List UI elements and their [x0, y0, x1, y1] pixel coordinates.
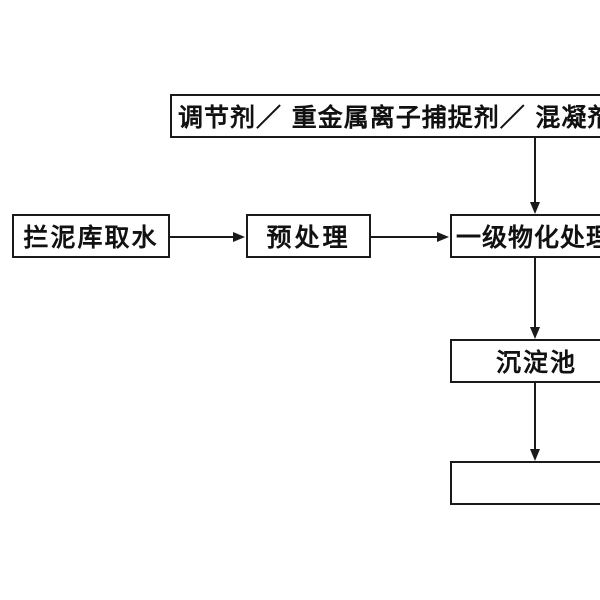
arrow-down-icon	[530, 327, 540, 339]
sedimentation-tank-box: 沉淀池	[450, 339, 600, 383]
next-stage-box	[450, 461, 600, 505]
arrow-down-icon	[530, 202, 540, 214]
intake-label: 拦泥库取水	[23, 223, 159, 252]
arrow-right-icon	[437, 232, 449, 242]
intake-box: 拦泥库取水	[12, 214, 170, 258]
primary-treatment-label: 一级物化处理	[456, 223, 600, 252]
reagents-label: 调节剂／ 重金属离子捕捉剂／ 混凝剂	[178, 103, 600, 132]
sedimentation-tank-label: 沉淀池	[496, 348, 578, 377]
primary-treatment-box: 一级物化处理	[450, 214, 600, 258]
arrow-right-icon	[233, 232, 245, 242]
reagents-box: 调节剂／ 重金属离子捕捉剂／ 混凝剂	[170, 94, 600, 138]
pretreatment-box: 预处理	[246, 214, 371, 258]
pretreatment-label: 预处理	[266, 223, 351, 252]
arrow-down-icon	[530, 449, 540, 461]
